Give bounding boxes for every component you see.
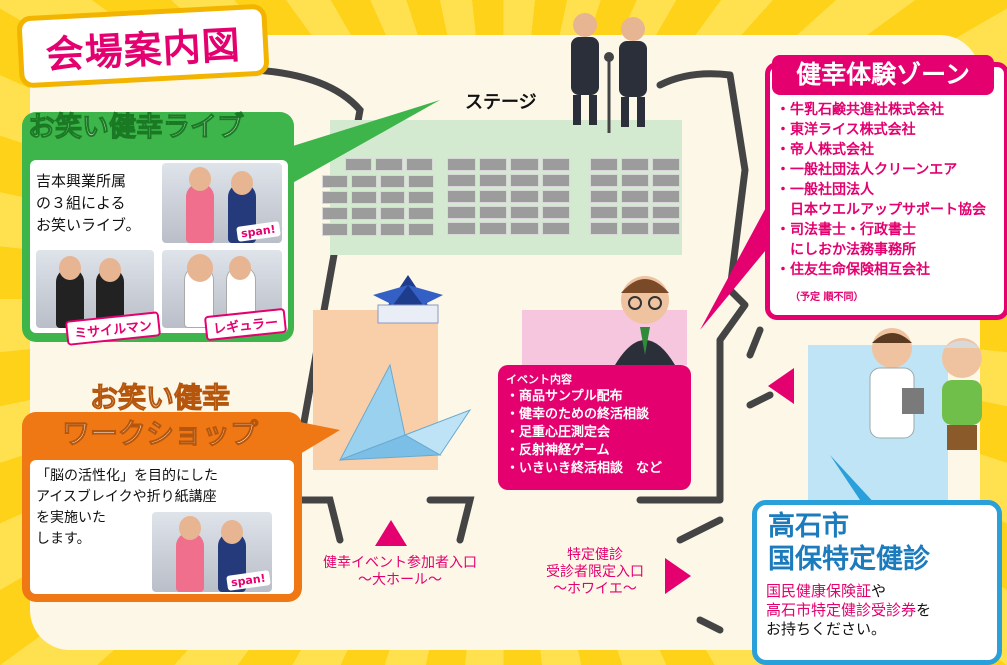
event-panel xyxy=(498,365,691,490)
main-entrance-line1: 健幸イベント参加者入口 xyxy=(323,555,477,571)
experience-heading: 健幸体験ゾーン xyxy=(772,55,994,95)
workshop-heading: お笑い健幸 ワークショップ xyxy=(50,380,270,452)
checkup-heading-line1: 高石市 xyxy=(768,511,849,542)
workshop-description-line3: を実施いた xyxy=(36,510,106,526)
checkup-entrance-arrow-icon xyxy=(768,368,794,404)
foyer-entrance-line2: 受診者限定入口 xyxy=(546,564,644,580)
experience-item: ・東洋ライス株式会社 xyxy=(776,122,916,138)
presenter-icon xyxy=(615,276,675,365)
checkup-panel xyxy=(752,500,1002,665)
event-item: ・商品サンプル配布 xyxy=(506,389,623,404)
comedian-duo-icon xyxy=(571,13,647,133)
experience-list: ・牛乳石鹸共進社株式会社 ・東洋ライス株式会社 ・帝人株式会社 ・一般社団法人ク… xyxy=(776,100,986,280)
experience-panel xyxy=(765,62,1007,320)
checkup-text: や xyxy=(871,582,887,600)
experience-item: ・住友生命保険相互会社 xyxy=(776,262,930,278)
seating-center xyxy=(447,158,570,235)
act-photo-missileman xyxy=(36,250,154,328)
experience-item: ・牛乳石鹸共進社株式会社 xyxy=(776,102,944,118)
workshop-description: 「脳の活性化」を目的にした アイスブレイクや折り紙講座 を実施いた します。 xyxy=(36,466,286,550)
crane-origami-icon xyxy=(338,363,472,461)
experience-item: にしおか法務事務所 xyxy=(776,242,916,258)
stage-label: ステージ xyxy=(465,92,537,113)
checkup-instructions: 国民健康保険証や 高石市特定健診受診券を お持ちください。 xyxy=(766,582,931,639)
main-entrance-arrow-icon xyxy=(375,520,407,546)
live-heading: お笑い健幸ライブ xyxy=(28,112,245,144)
checkup-text: を xyxy=(916,601,932,619)
experience-note: （予定 順不同） xyxy=(790,292,864,303)
kabuto-origami-icon xyxy=(373,275,443,324)
workshop-heading-line2: ワークショップ xyxy=(61,417,258,451)
foyer-entrance-arrow-icon xyxy=(665,558,691,594)
event-item: ・反射神経ゲーム xyxy=(506,443,610,458)
experience-item: ・司法書士・行政書士 xyxy=(776,222,916,238)
event-item: ・いきいき終活相談 など xyxy=(506,461,663,476)
experience-item: ・帝人株式会社 xyxy=(776,142,874,158)
seating-left-rows xyxy=(322,175,434,236)
checkup-heading: 高石市 国保特定健診 xyxy=(768,510,930,576)
experience-item: ・一般社団法人 xyxy=(776,182,874,198)
checkup-heading-line2: 国保特定健診 xyxy=(768,544,930,575)
experience-item: ・一般社団法人クリーンエア xyxy=(776,162,958,178)
workshop-description-line1: 「脳の活性化」を目的にした xyxy=(36,468,218,484)
workshop-description-line2: アイスブレイクや折り紙講座 xyxy=(36,489,217,505)
seating-left xyxy=(345,158,433,171)
experience-item: 日本ウエルアップサポート協会 xyxy=(776,202,986,218)
checkup-text: お持ちください。 xyxy=(766,620,887,638)
checkup-voucher: 高石市特定健診受診券 xyxy=(766,601,917,619)
event-title: イベント内容 xyxy=(506,373,572,386)
main-entrance-label: 健幸イベント参加者入口 ～大ホール～ xyxy=(300,555,500,589)
doctor-icon xyxy=(869,328,982,450)
workshop-heading-line1: お笑い健幸 xyxy=(89,381,230,415)
seating-right xyxy=(590,158,680,235)
event-list: ・商品サンプル配布 ・健幸のための終活相談 ・足重心圧測定会 ・反射神経ゲーム … xyxy=(506,388,662,478)
main-entrance-line2: ～大ホール～ xyxy=(358,572,442,588)
checkup-insurance-card: 国民健康保険証 xyxy=(766,582,872,600)
foyer-entrance-line3: ～ホワイエ～ xyxy=(553,581,637,597)
live-description: 吉本興業所属 の３組による お笑いライブ。 xyxy=(36,172,141,234)
foyer-entrance-line1: 特定健診 xyxy=(567,547,623,563)
event-item: ・健幸のための終活相談 xyxy=(506,407,650,422)
event-item: ・足重心圧測定会 xyxy=(506,425,611,440)
act-photo-span: span! xyxy=(162,163,282,243)
foyer-entrance-label: 特定健診 受診者限定入口 ～ホワイエ～ xyxy=(525,547,665,598)
workshop-act-photo: span! xyxy=(152,512,272,592)
workshop-description-line4: します。 xyxy=(36,531,91,547)
